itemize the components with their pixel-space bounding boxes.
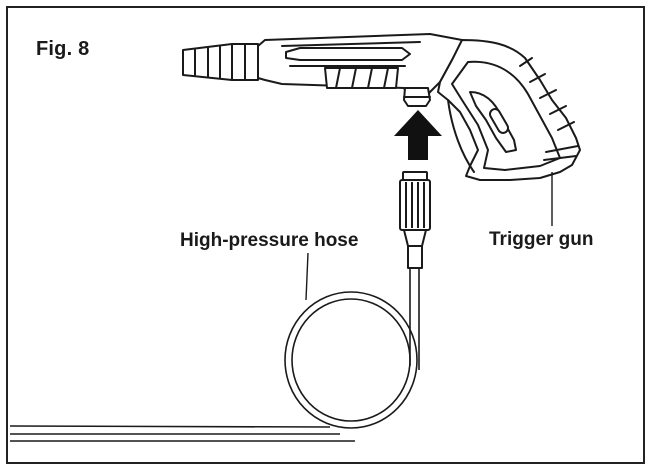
trigger-gun-callout-label: Trigger gun (489, 229, 594, 250)
hose-coupling-icon (399, 171, 431, 269)
figure-frame (6, 6, 645, 464)
hose-callout-label: High-pressure hose (180, 230, 359, 251)
coiled-hose-icon (9, 172, 553, 442)
trigger-gun-icon (182, 33, 581, 181)
figure-label: Fig. 8 (36, 38, 90, 60)
up-arrow-icon (394, 110, 442, 160)
